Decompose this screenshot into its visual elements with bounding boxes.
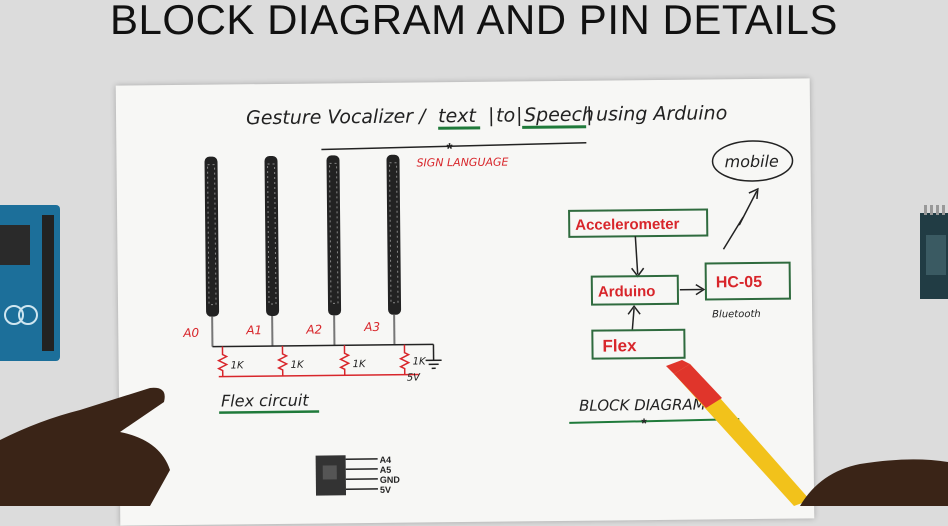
pull-down-resistors [218, 345, 408, 377]
bluetooth-caption: Bluetooth [712, 309, 761, 321]
block-arduino-label: Arduino [598, 283, 656, 301]
sensor-board-sketch: A4 A5 GND 5V [316, 455, 401, 496]
resistor-label-4: 1K [413, 356, 427, 367]
flex-circuit-caption: Flex circuit [221, 391, 309, 411]
svg-text:|: | [516, 104, 523, 126]
heading-subtitle: SIGN LANGUAGE [416, 156, 508, 170]
heading-speech: Speech [524, 104, 594, 127]
block-mobile: mobile [712, 141, 792, 182]
wireless-link-arrow [723, 191, 758, 249]
block-arduino: Arduino [592, 276, 678, 305]
block-hc05-label: HC-05 [716, 274, 763, 291]
pin-label-a2: A2 [305, 322, 322, 336]
block-mobile-label: mobile [724, 152, 779, 172]
sheet-heading: Gesture Vocalizer / text | to | Speech |… [246, 102, 728, 171]
bluetooth-module-image [918, 205, 948, 300]
svg-text:*: * [641, 415, 647, 431]
flex-sensor-3 [326, 155, 341, 345]
svg-text:|: | [586, 104, 593, 126]
resistor-label-3: 1K [353, 359, 367, 370]
hand-right-image [800, 452, 948, 506]
flex-sensor-4 [386, 155, 401, 345]
resistor-label-1: 1K [231, 360, 245, 371]
block-flex: Flex [592, 330, 684, 359]
resistor-label-2: 1K [291, 360, 305, 371]
heading-text: text [438, 105, 478, 127]
arduino-board-image [0, 205, 64, 365]
sensor-pin-5v: 5V [380, 485, 391, 495]
flex-sensor-1 [204, 157, 219, 347]
block-accelerometer: Accelerometer [569, 209, 707, 236]
sensor-pin-a4: A4 [380, 455, 392, 465]
sensor-pin-gnd: GND [380, 475, 401, 485]
pin-label-a1: A1 [245, 323, 262, 337]
block-hc05: HC-05 [706, 263, 790, 300]
heading-prefix: Gesture Vocalizer / [246, 105, 428, 129]
heading-suffix: using Arduino [596, 102, 727, 125]
heading-to: to [496, 104, 515, 126]
block-flex-label: Flex [602, 336, 637, 355]
pencil-pointer-image [660, 360, 820, 506]
video-title: BLOCK DIAGRAM AND PIN DETAILS [0, 0, 948, 44]
sensor-pin-a5: A5 [380, 465, 392, 475]
pin-label-a0: A0 [182, 326, 199, 340]
supply-label-5v: 5V [407, 372, 421, 383]
svg-text:|: | [488, 105, 495, 127]
pin-label-a3: A3 [363, 320, 380, 334]
hand-left-image [0, 380, 200, 506]
block-accelerometer-label: Accelerometer [575, 216, 680, 234]
flex-sensor-2 [264, 156, 279, 346]
